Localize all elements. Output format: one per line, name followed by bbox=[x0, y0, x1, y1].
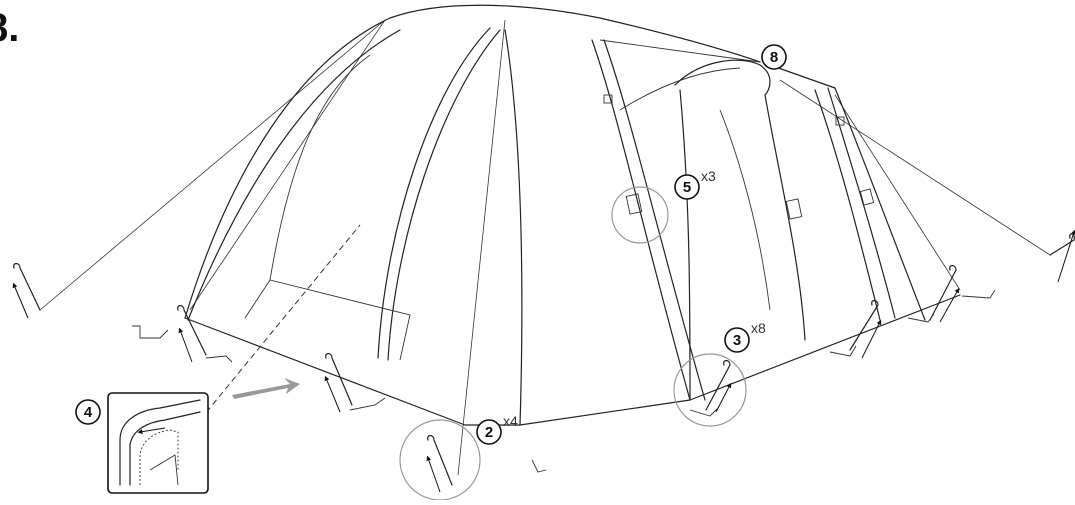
callout-4-label: 4 bbox=[84, 404, 93, 421]
callout-3-multiplier: x8 bbox=[751, 320, 766, 336]
direction-arrow bbox=[232, 378, 300, 399]
callout-5-label: 5 bbox=[683, 179, 691, 196]
tent-base-left bbox=[184, 317, 521, 426]
zoom-circle-peg-front bbox=[399, 419, 481, 501]
zoom-circle-peg-rear bbox=[673, 353, 747, 427]
guy-rope-right-2 bbox=[834, 94, 961, 291]
tent-body bbox=[184, 4, 961, 426]
peg-front bbox=[426, 434, 453, 493]
peg-left-2 bbox=[324, 352, 353, 413]
guy-rope-right bbox=[779, 79, 1051, 256]
peg-rear-1 bbox=[705, 359, 732, 413]
peg-left-1 bbox=[177, 304, 207, 363]
front-arch bbox=[387, 29, 501, 361]
guy-rope-front bbox=[457, 19, 506, 476]
pole-sleeve-rear bbox=[814, 89, 881, 321]
zoom-circle-pole-tab bbox=[611, 186, 669, 244]
callout-3: 3 x8 bbox=[724, 320, 766, 353]
peg-rear-2 bbox=[849, 299, 882, 359]
guy-rope-left-2 bbox=[189, 19, 386, 311]
step-number: 8. bbox=[0, 6, 20, 50]
callout-5: 5 x3 bbox=[674, 168, 716, 200]
tent-rear-section bbox=[674, 59, 926, 401]
peg-right-far bbox=[1049, 229, 1075, 283]
peg-left-far bbox=[12, 262, 41, 319]
door-panel bbox=[244, 279, 411, 361]
callout-2: 2 x4 bbox=[476, 413, 518, 445]
callout-4: 4 bbox=[75, 399, 101, 425]
pole-sleeve-front bbox=[591, 39, 691, 401]
callout-5-multiplier: x3 bbox=[701, 168, 716, 184]
tent-pegs bbox=[12, 229, 1075, 493]
peg-rear-3 bbox=[929, 264, 960, 323]
corner-brackets bbox=[132, 289, 996, 473]
guy-rope-left bbox=[39, 19, 386, 311]
callout-2-label: 2 bbox=[485, 424, 493, 441]
door-detail-inset bbox=[107, 392, 209, 494]
guide-line bbox=[199, 224, 361, 421]
callout-8: 8 bbox=[761, 44, 787, 70]
guy-ropes bbox=[39, 19, 1051, 476]
callout-3-label: 3 bbox=[733, 332, 741, 349]
pole-sleeve-tabs bbox=[603, 94, 875, 220]
callout-2-multiplier: x4 bbox=[503, 413, 518, 429]
callout-8-label: 8 bbox=[770, 49, 778, 66]
